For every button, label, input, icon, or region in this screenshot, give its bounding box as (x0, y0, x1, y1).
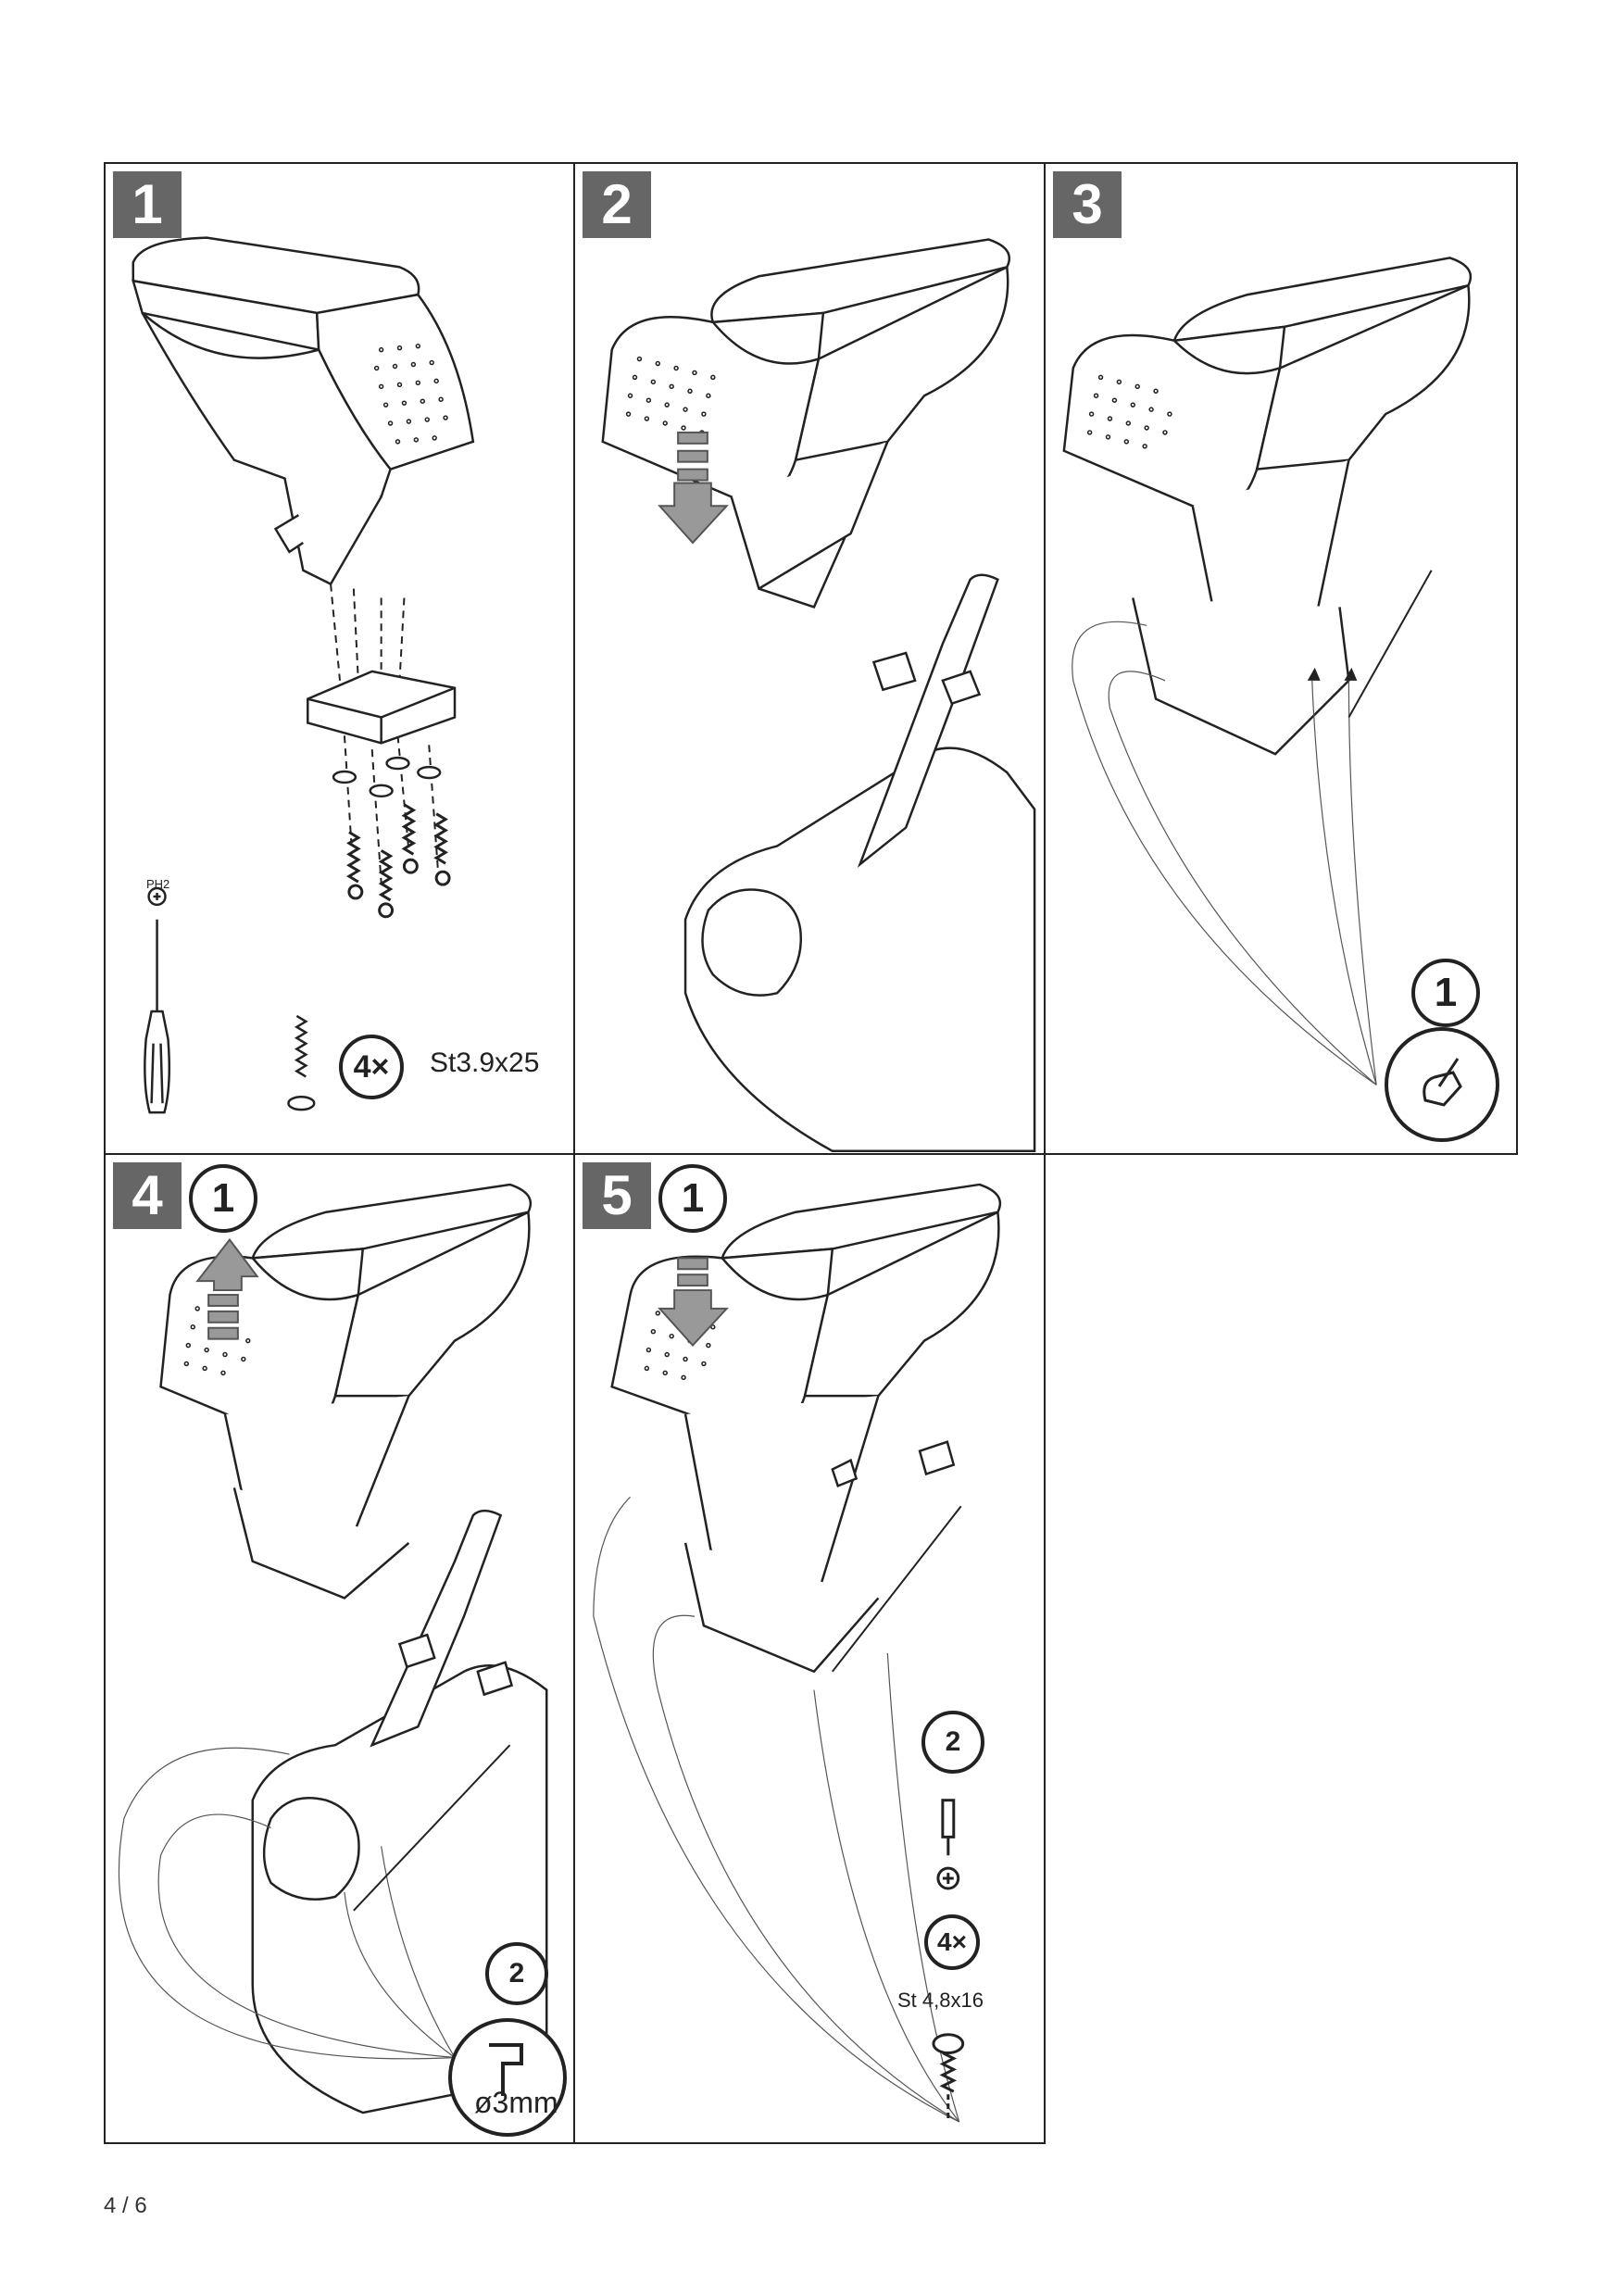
substep-badge-1: 1 (189, 1164, 257, 1233)
step-number-badge: 1 (113, 171, 182, 238)
substep-badge-2: 2 (485, 1942, 548, 2005)
step-1-panel: 1 PH2 4× St3.9x25 (104, 162, 575, 1155)
screw-count-badge: 4× (339, 1035, 404, 1099)
drill-diameter-label: ø3mm (474, 2086, 558, 2119)
hand-tighten-icon (1385, 1027, 1499, 1142)
substep-badge: 1 (1411, 959, 1480, 1027)
page-number: 4 / 6 (104, 2193, 147, 2218)
step-number-badge: 4 (113, 1162, 182, 1229)
substep-badge-2: 2 (921, 1711, 984, 1774)
screw-spec-label: St 4,8x16 (897, 1989, 984, 2012)
step-number-badge: 5 (583, 1162, 651, 1229)
tool-size-label: PH2 (146, 877, 170, 891)
screw-spec-label: St3.9x25 (430, 1048, 540, 1078)
console-drill-illustration (118, 1183, 548, 2114)
armrest-exploded-illustration (132, 236, 475, 1114)
step-4-panel: 4 1 2 ø3mm (104, 1153, 575, 2144)
drill-bit-icon (448, 2018, 567, 2137)
step-2-panel: 2 (573, 162, 1046, 1155)
substep-badge-1: 1 (658, 1164, 727, 1233)
armrest-mount-illustration (601, 238, 1036, 1153)
armrest-screw-illustration (593, 1183, 1002, 2123)
step-5-panel: 5 1 2 4× St 4,8x16 (573, 1153, 1046, 2144)
armrest-attach-illustration (1062, 257, 1473, 1085)
step-3-panel: 3 1 (1044, 162, 1518, 1155)
step-number-badge: 3 (1053, 171, 1122, 238)
screw-count-badge: 4× (924, 1914, 980, 1970)
step-number-badge: 2 (583, 171, 651, 238)
